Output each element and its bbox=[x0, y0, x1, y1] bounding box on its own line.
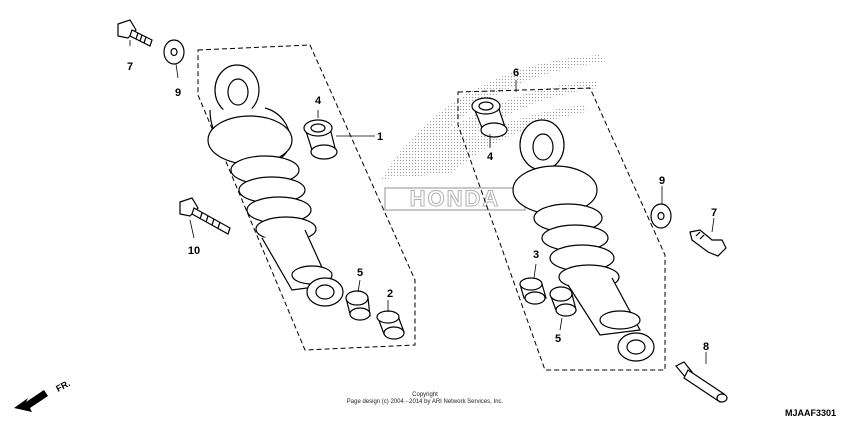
collar-5-right[interactable] bbox=[549, 286, 577, 317]
bolt-7-left[interactable] bbox=[117, 19, 153, 47]
callout-2: 2 bbox=[387, 288, 393, 300]
washer-9-right[interactable] bbox=[650, 203, 672, 229]
callout-10: 10 bbox=[188, 245, 200, 257]
callout-9-left: 9 bbox=[175, 87, 181, 99]
collar-2[interactable] bbox=[376, 310, 405, 340]
collar-3[interactable] bbox=[519, 277, 547, 305]
callout-7-left: 7 bbox=[127, 61, 133, 73]
callout-4-right: 4 bbox=[487, 151, 494, 163]
copyright-line-2: Page design (c) 2004 - 2014 by ARI Netwo… bbox=[347, 399, 504, 405]
bushing-4-left[interactable] bbox=[303, 119, 338, 160]
callout-4-left: 4 bbox=[315, 95, 322, 107]
callout-6: 6 bbox=[513, 67, 519, 79]
rear-shock-absorber-left[interactable] bbox=[207, 64, 344, 307]
front-direction-label: FR. bbox=[54, 378, 71, 394]
diagram-code: MJAAF3301 bbox=[785, 408, 836, 418]
callout-1: 1 bbox=[377, 131, 383, 143]
callout-5-left: 5 bbox=[357, 267, 363, 279]
callout-7-right: 7 bbox=[711, 207, 717, 219]
stud-bolt-8[interactable] bbox=[675, 361, 728, 403]
bushing-4-right[interactable] bbox=[471, 97, 508, 138]
bolt-10[interactable] bbox=[179, 197, 231, 235]
callout-9-right: 9 bbox=[659, 175, 665, 187]
callout-5-right: 5 bbox=[555, 333, 561, 345]
callout-8: 8 bbox=[703, 341, 709, 353]
front-direction-arrow-icon: FR. bbox=[14, 378, 72, 412]
rear-shock-absorber-right[interactable] bbox=[512, 119, 655, 362]
assembly-frame-right bbox=[457, 87, 666, 371]
assembly-frame-left bbox=[197, 44, 416, 351]
callout-leaders bbox=[129, 40, 715, 364]
collar-5-left[interactable] bbox=[345, 290, 371, 321]
callout-3: 3 bbox=[533, 249, 539, 261]
bolt-7-right[interactable] bbox=[689, 229, 727, 257]
copyright-line-1: Copyright bbox=[412, 392, 438, 398]
washer-9-left[interactable] bbox=[163, 39, 185, 65]
